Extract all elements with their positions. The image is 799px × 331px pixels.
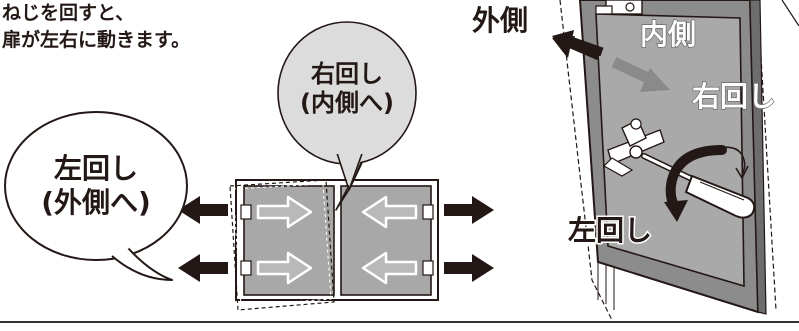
hinge-mark: [240, 260, 252, 276]
left-turn-label: 左回し: [568, 214, 652, 247]
outside-label: 外側: [472, 4, 528, 37]
bubble-left-line-2: (外側へ): [41, 186, 151, 219]
bubble-left-line-1: 左回し: [54, 152, 138, 185]
inward-arrow-icon: [256, 195, 313, 229]
hinge-mark: [422, 204, 434, 220]
speech-bubble-right-turn: 右回し (内側へ): [277, 21, 417, 211]
speech-bubble-left-turn: 左回し (外側へ): [4, 111, 188, 281]
hinge-icon: [595, 0, 643, 15]
screwdriver-icon: [641, 153, 756, 219]
instruction-text: ねじを回すと、 扉が左右に動きます。: [2, 0, 190, 54]
inside-label: 内側: [640, 18, 696, 51]
right-turn-label: 右回し: [692, 80, 776, 113]
cabinet-top-view: [229, 179, 439, 311]
outward-arrow-left-icon: [178, 254, 228, 282]
hinge-mark: [240, 204, 252, 220]
hinge-mark: [422, 260, 434, 276]
hinge-icon: [603, 118, 665, 177]
outward-arrow-right-icon: [444, 254, 494, 282]
inside-direction-arrow-icon: [611, 57, 655, 85]
instruction-line-2: 扉が左右に動きます。: [2, 29, 191, 51]
instruction-line-1: ねじを回すと、: [2, 2, 135, 24]
moved-door-outline: [229, 179, 335, 311]
inward-arrow-icon: [256, 251, 313, 285]
bubble-right-line-1: 右回し: [311, 60, 383, 88]
inward-arrow-icon: [361, 195, 418, 229]
outward-arrow-left-icon: [178, 196, 228, 224]
outward-arrow-right-icon: [444, 196, 494, 224]
rotate-right-arrow-icon: [717, 146, 746, 175]
inward-arrow-icon: [361, 251, 418, 285]
rotate-left-arrow-icon: [665, 145, 727, 215]
door-side-view: [552, 0, 799, 321]
bubble-right-line-2: (内側へ): [300, 89, 394, 117]
